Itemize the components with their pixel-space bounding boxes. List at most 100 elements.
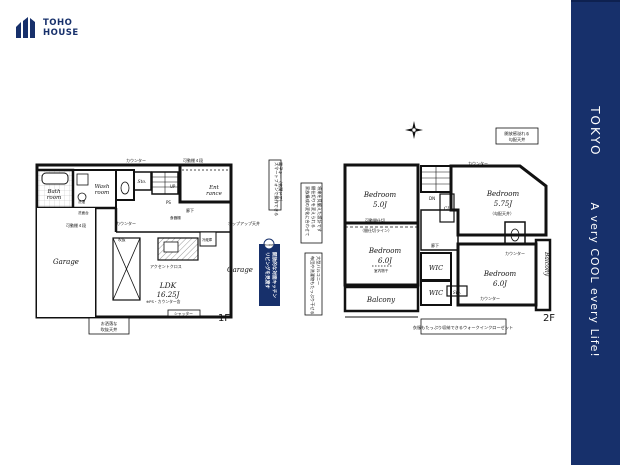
ldk-size: 16.25J xyxy=(157,291,181,299)
balcony-side-label: Balcony xyxy=(543,251,550,277)
note-movable-shelf-left: 可動棚４段 xyxy=(66,222,86,228)
bedroom-3-label: Bedroom xyxy=(368,247,402,255)
note-popup-ceiling: ポップアップ天井 xyxy=(228,220,260,226)
callout-smart-line-1: スマートフォンで操作できる xyxy=(273,162,280,216)
callout-void-ceiling: お洒落な 吹抜天井 xyxy=(88,317,130,335)
balcony-main xyxy=(343,285,420,313)
note-shutter: シャッター xyxy=(174,311,193,316)
callout-split-line-1: 家族構成の変化に合わせて xyxy=(304,186,311,236)
bedroom-1-size: 5.0J xyxy=(373,201,388,209)
note-counter-right: カウンター xyxy=(505,250,525,256)
note-washing: 洗濯 xyxy=(78,199,86,204)
callout-balcony-line-1: 布団や洗濯物もたっぷり干せる xyxy=(309,256,316,315)
garage-left-area xyxy=(37,208,95,317)
wash-basin xyxy=(76,173,89,186)
note-bay: 吹抜 xyxy=(118,237,126,242)
callout-walk-in-closet: 衣服もたっぷり収納できるウォークインクローゼット xyxy=(413,318,513,335)
note-counter-mid: カウンター xyxy=(116,220,136,226)
toilet xyxy=(120,181,130,195)
callout-balcony-line-2: 大型バルコニー xyxy=(315,256,322,285)
note-counter-top-2f: カウンター xyxy=(468,160,488,166)
bedroom-4-label: Bedroom xyxy=(483,270,517,278)
bedroom-2-label: Bedroom xyxy=(486,190,520,198)
washer xyxy=(77,192,87,202)
sidebar-city: TOKYO xyxy=(588,106,602,157)
floor-plan-diagram: Bath room Wash room Ent rance Sto. Garag… xyxy=(35,121,555,335)
sidebar-tagline: A very COOL every Life! xyxy=(588,202,601,358)
note-partition: 可動間仕切 xyxy=(365,217,385,223)
callout-big-balcony: 布団や洗濯物もたっぷり干せる 大型バルコニー xyxy=(304,252,323,316)
callout-slope-ceiling: 開放感溢れる 勾配天井 xyxy=(495,127,539,145)
floor-2-labels: Bedroom 5.0J Bedroom 5.75J Bedroom 6.0J … xyxy=(360,160,555,324)
fridge xyxy=(199,231,217,247)
callout-slope-line-2: 勾配天井 xyxy=(509,136,526,143)
compass-icon xyxy=(405,121,423,139)
floor-1-labels: Bath room Wash room Ent rance Sto. Garag… xyxy=(46,157,260,324)
floor-1-label: 1F xyxy=(218,313,230,324)
storage-1f xyxy=(133,171,152,191)
kitchen-sink xyxy=(163,241,179,253)
bedroom-3 xyxy=(343,221,420,287)
stairs-1f xyxy=(151,171,179,195)
wash-label: Wash xyxy=(95,184,110,190)
sidebar-band xyxy=(571,0,620,465)
note-indoor-drying: 室内物干 xyxy=(374,268,389,273)
sidebar-slogan: TOKYO A very COOL every Life! xyxy=(588,106,602,358)
note-hallway: 廊下 xyxy=(186,207,194,213)
stairs-2f xyxy=(420,165,452,193)
callout-kitchen-badge: POINT xyxy=(264,243,273,247)
ldk-label: LDK xyxy=(159,281,177,290)
entrance-label-2: rance xyxy=(206,191,223,197)
callout-smart-line-2: 電子キー（玄関ドア） xyxy=(277,162,284,204)
entrance-label: Ent xyxy=(208,185,220,191)
closet-label: CL xyxy=(444,206,450,212)
bedroom-3-size: 6.0J xyxy=(378,257,393,265)
wic-1-label: WIC xyxy=(429,264,443,272)
note-accent-cloth: アクセントクロス xyxy=(150,263,182,269)
toilet-2f-bowl xyxy=(510,228,520,242)
balcony-main-label: Balcony xyxy=(366,296,396,304)
bath-label: Bath xyxy=(46,189,61,195)
brand-logo: TOHO HOUSE xyxy=(14,17,79,39)
note-cupboard: 食器棚 xyxy=(170,215,181,220)
callout-flexible-partition: 家族構成の変化に合わせて 間仕切りを変えられる 将来を見据えた設計です xyxy=(300,182,323,244)
wash-label-2: room xyxy=(95,190,109,196)
bath-label-2: room xyxy=(47,195,61,201)
callout-slope-line-1: 開放感溢れる xyxy=(504,130,529,137)
callout-smart-key: スマートフォンで操作できる 電子キー（玄関ドア） xyxy=(268,159,284,216)
bedroom-2-size: 5.75J xyxy=(494,200,514,208)
callout-split-line-3: 将来を見据えた設計です xyxy=(316,186,323,232)
bedroom-4-size: 6.0J xyxy=(493,280,508,288)
note-dn: DN xyxy=(429,196,435,201)
bedroom-1-label: Bedroom xyxy=(363,191,397,199)
wic-2-label: WIC xyxy=(429,289,443,297)
note-ps-counter: ※PS・カウンター含 xyxy=(146,299,181,304)
house-stripes-icon xyxy=(16,17,35,38)
note-partition-line: （間仕切ライン） xyxy=(360,227,392,233)
toilet-room xyxy=(115,169,135,201)
note-laundry: 洗面台 xyxy=(78,210,89,215)
void-ceiling xyxy=(112,237,141,301)
note-movable-shelf-top: 可動棚４段 xyxy=(183,157,203,163)
callout-open-kitchen: POINT リビングを見渡す 開放的な対面キッチン xyxy=(259,238,280,306)
note-ps: PS xyxy=(166,200,171,205)
shutter xyxy=(167,309,201,317)
note-hallway-2f: 廊下 xyxy=(431,242,439,248)
sidebar-top-rule xyxy=(571,0,620,2)
brand-line-1: TOHO xyxy=(43,18,73,28)
garage-left-label: Garage xyxy=(53,258,79,266)
floor-2-plan xyxy=(343,121,552,318)
callout-kitchen-line-1: リビングを見渡す xyxy=(264,252,271,289)
brand-line-2: HOUSE xyxy=(43,28,79,38)
note-counter-bottom: カウンター xyxy=(480,295,500,301)
callout-split-line-2: 間仕切りを変えられる xyxy=(310,186,317,228)
callout-storage-text: 衣服もたっぷり収納できるウォークインクローゼット xyxy=(413,324,513,331)
closet xyxy=(439,193,455,223)
bathtub xyxy=(41,172,69,185)
callout-void-line-2: 吹抜天井 xyxy=(101,326,118,333)
wic-2 xyxy=(420,279,452,306)
note-slope-ceiling: （勾配天井） xyxy=(490,210,514,216)
brand-name: TOHO HOUSE xyxy=(43,18,79,38)
note-fridge: 冷蔵庫 xyxy=(202,237,213,242)
note-counter-top: カウンター xyxy=(126,157,146,163)
